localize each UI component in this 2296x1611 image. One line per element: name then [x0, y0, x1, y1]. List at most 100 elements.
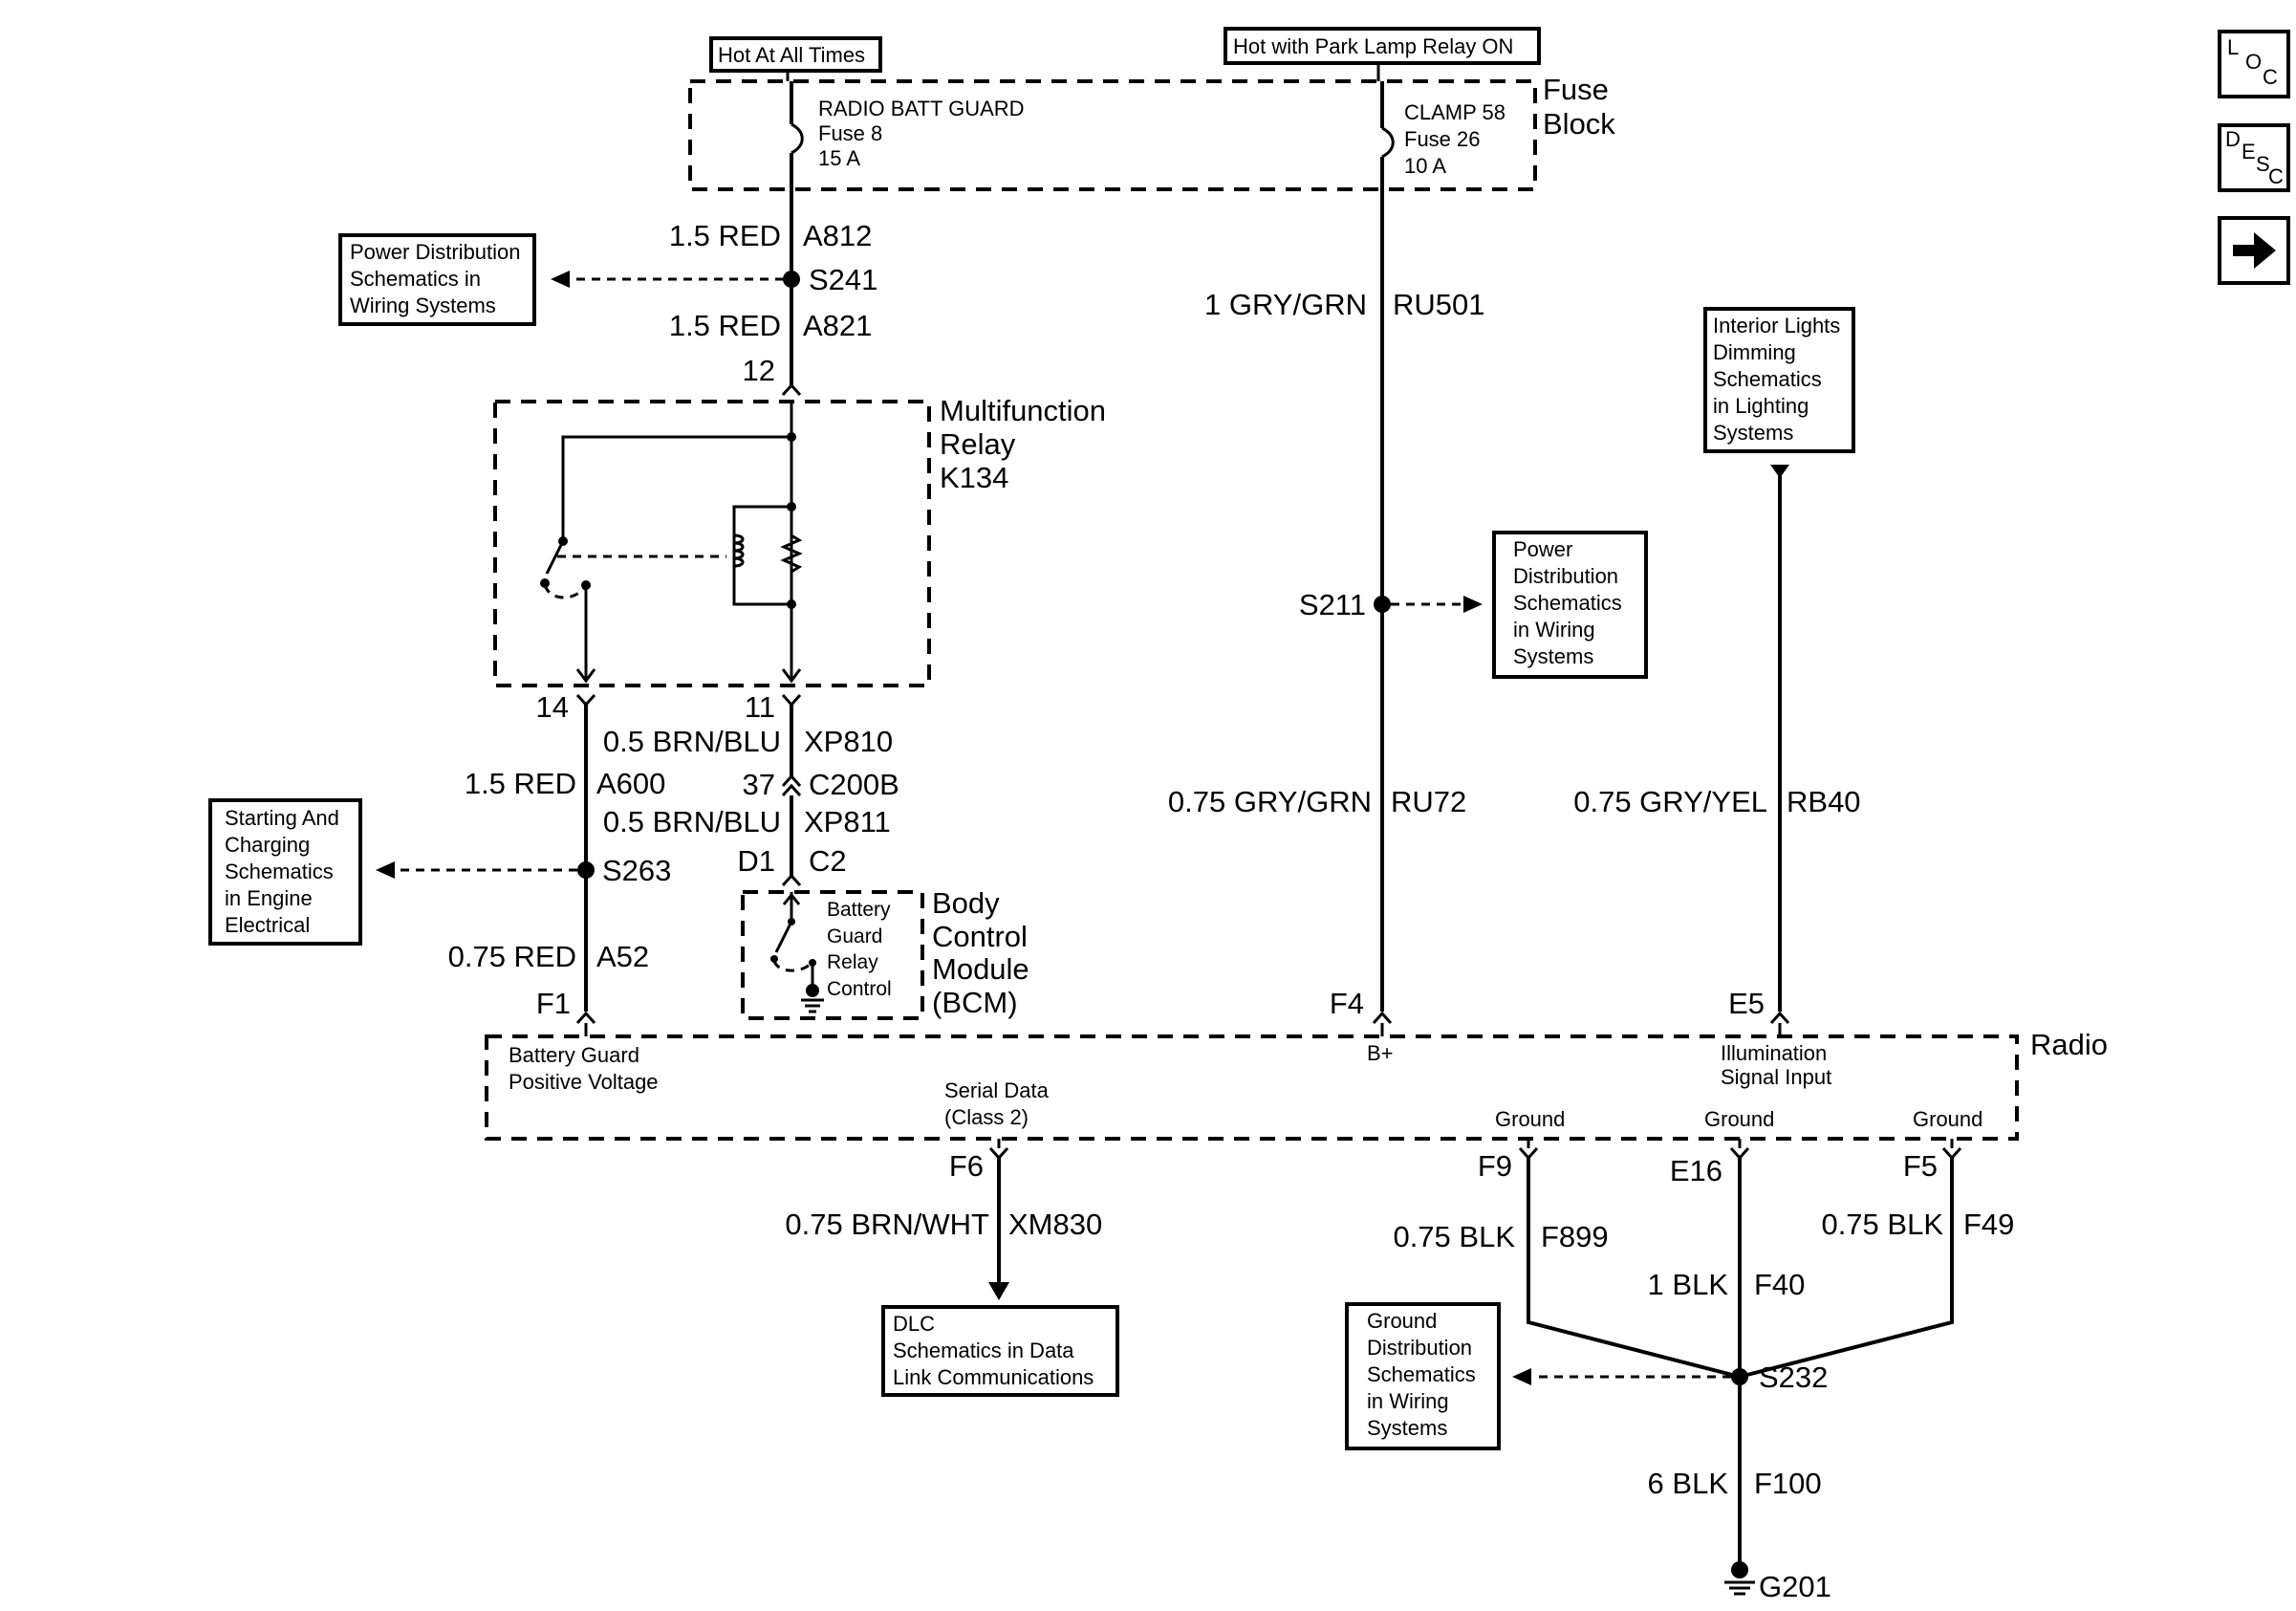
svg-text:Systems: Systems: [1367, 1416, 1447, 1440]
svg-text:1 GRY/GRN: 1 GRY/GRN: [1204, 288, 1367, 321]
svg-text:10 A: 10 A: [1404, 154, 1446, 178]
svg-text:L: L: [2227, 35, 2239, 59]
svg-text:Hot with Park Lamp Relay ON: Hot with Park Lamp Relay ON: [1233, 34, 1513, 58]
radio-module: Radio Battery Guard Positive Voltage B+ …: [485, 1023, 2108, 1141]
loc-button[interactable]: L O C: [2218, 30, 2290, 98]
svg-text:Fuse 26: Fuse 26: [1404, 127, 1481, 151]
svg-text:RU72: RU72: [1391, 785, 1466, 818]
svg-text:Battery: Battery: [827, 899, 891, 921]
svg-text:12: 12: [743, 354, 775, 387]
svg-text:CLAMP 58: CLAMP 58: [1404, 100, 1505, 124]
svg-text:Schematics: Schematics: [1713, 367, 1822, 391]
svg-text:Wiring Systems: Wiring Systems: [350, 294, 496, 317]
svg-text:A812: A812: [803, 219, 872, 252]
ref-interior-lights[interactable]: Interior Lights Dimming Schematics in Li…: [1703, 307, 1855, 453]
fuse-26: CLAMP 58 Fuse 26 10 A: [1381, 100, 1505, 178]
svg-text:Fuse: Fuse: [1543, 73, 1609, 106]
hot-with-park-lamp-tag: Hot with Park Lamp Relay ON: [1224, 27, 1541, 65]
svg-text:37: 37: [743, 768, 775, 801]
ref-power-distribution-1[interactable]: Power Distribution Schematics in Wiring …: [338, 233, 536, 326]
ref-power-distribution-2[interactable]: Power Distribution Schematics in Wiring …: [1492, 531, 1648, 679]
next-button[interactable]: [2218, 216, 2290, 285]
svg-text:Guard: Guard: [827, 925, 882, 947]
desc-button[interactable]: D E S C: [2218, 123, 2290, 192]
svg-text:F100: F100: [1754, 1467, 1822, 1500]
svg-text:A52: A52: [596, 940, 649, 973]
wire-f899: 0.75 BLK F899: [1393, 1158, 1741, 1379]
svg-text:S232: S232: [1759, 1361, 1828, 1394]
svg-text:Relay: Relay: [827, 951, 878, 973]
svg-text:RB40: RB40: [1787, 785, 1861, 818]
svg-text:Link Communications: Link Communications: [893, 1365, 1094, 1389]
splice-s241: S241: [551, 263, 877, 296]
svg-text:C2: C2: [809, 844, 847, 878]
svg-text:E16: E16: [1670, 1154, 1722, 1187]
svg-text:0.5 BRN/BLU: 0.5 BRN/BLU: [603, 805, 781, 838]
svg-text:Distribution: Distribution: [1513, 564, 1618, 588]
wire-a821: 1.5 RED A821: [669, 309, 873, 342]
radio-pin-e16: E16: [1670, 1146, 1750, 1187]
svg-text:G201: G201: [1759, 1570, 1831, 1603]
svg-text:Schematics: Schematics: [225, 860, 334, 883]
svg-text:F9: F9: [1478, 1149, 1512, 1183]
svg-text:Block: Block: [1543, 107, 1615, 141]
svg-text:E: E: [2242, 140, 2256, 163]
svg-text:Signal Input: Signal Input: [1721, 1065, 1831, 1089]
wire-f40: 1 BLK F40: [1648, 1158, 1805, 1377]
splice-s211: S211: [1299, 588, 1483, 621]
svg-text:F40: F40: [1754, 1268, 1805, 1301]
radio-pin-f4: F4: [1330, 987, 1393, 1025]
svg-text:1 BLK: 1 BLK: [1648, 1268, 1729, 1301]
svg-text:Hot At All Times: Hot At All Times: [718, 43, 865, 67]
svg-text:Battery Guard: Battery Guard: [509, 1043, 639, 1067]
svg-text:Distribution: Distribution: [1367, 1336, 1472, 1360]
svg-text:Power Distribution: Power Distribution: [350, 240, 521, 264]
wire-a600: 1.5 RED A600: [465, 705, 665, 1012]
svg-text:RU501: RU501: [1393, 288, 1485, 321]
svg-text:in Engine: in Engine: [225, 886, 313, 910]
svg-text:0.5 BRN/BLU: 0.5 BRN/BLU: [603, 725, 781, 758]
ref-dlc[interactable]: DLC Schematics in Data Link Communicatio…: [881, 1305, 1119, 1397]
svg-text:14: 14: [536, 690, 569, 724]
svg-text:Systems: Systems: [1713, 421, 1793, 445]
svg-text:F4: F4: [1330, 987, 1364, 1020]
bcm-pins: D1 C2: [737, 844, 847, 887]
wire-ru501: 1 GRY/GRN RU501: [1204, 81, 1485, 1012]
svg-text:A821: A821: [803, 309, 872, 342]
svg-text:D1: D1: [737, 844, 775, 878]
svg-text:Serial Data: Serial Data: [944, 1078, 1050, 1102]
svg-text:(BCM): (BCM): [932, 986, 1018, 1019]
svg-text:Illumination: Illumination: [1721, 1041, 1827, 1065]
connector-c200b: 37 C200B: [743, 768, 899, 801]
svg-text:Ground: Ground: [1367, 1309, 1437, 1333]
body-control-module: Body Control Module (BCM) Battery Guard …: [741, 886, 1029, 1020]
svg-text:Control: Control: [827, 978, 892, 1000]
svg-text:Positive Voltage: Positive Voltage: [509, 1070, 659, 1094]
ref-ground-distribution[interactable]: Ground Distribution Schematics in Wiring…: [1345, 1302, 1501, 1450]
svg-text:0.75 GRY/YEL: 0.75 GRY/YEL: [1573, 785, 1767, 818]
svg-text:Power: Power: [1513, 537, 1572, 561]
svg-text:(Class 2): (Class 2): [944, 1105, 1029, 1129]
radio-pin-e5: E5: [1728, 987, 1790, 1025]
svg-text:1.5 RED: 1.5 RED: [669, 219, 781, 252]
svg-text:Control: Control: [932, 920, 1028, 953]
svg-text:0.75 RED: 0.75 RED: [448, 940, 576, 973]
wire-f49: 0.75 BLK F49: [1739, 1158, 2014, 1379]
svg-text:B+: B+: [1367, 1041, 1394, 1065]
svg-text:F49: F49: [1963, 1208, 2014, 1241]
wire-ru72: 0.75 GRY/GRN RU72: [1168, 785, 1466, 818]
svg-text:F899: F899: [1541, 1220, 1609, 1253]
wire-xp810: 0.5 BRN/BLU XP810: [603, 705, 893, 776]
ref-starting-charging[interactable]: Starting And Charging Schematics in Engi…: [208, 798, 362, 946]
svg-text:A600: A600: [596, 767, 665, 800]
hot-at-all-times-tag: Hot At All Times: [709, 36, 882, 73]
svg-text:Charging: Charging: [225, 833, 310, 857]
svg-text:E5: E5: [1728, 987, 1765, 1020]
svg-text:Multifunction: Multifunction: [940, 394, 1106, 427]
radio-pin-f6: F6: [949, 1146, 1009, 1183]
svg-text:Starting And: Starting And: [225, 806, 339, 830]
fuse-block: Fuse Block: [688, 73, 1615, 191]
svg-text:0.75 GRY/GRN: 0.75 GRY/GRN: [1168, 785, 1372, 818]
svg-text:1.5 RED: 1.5 RED: [669, 309, 781, 342]
svg-text:Schematics: Schematics: [1513, 591, 1622, 615]
